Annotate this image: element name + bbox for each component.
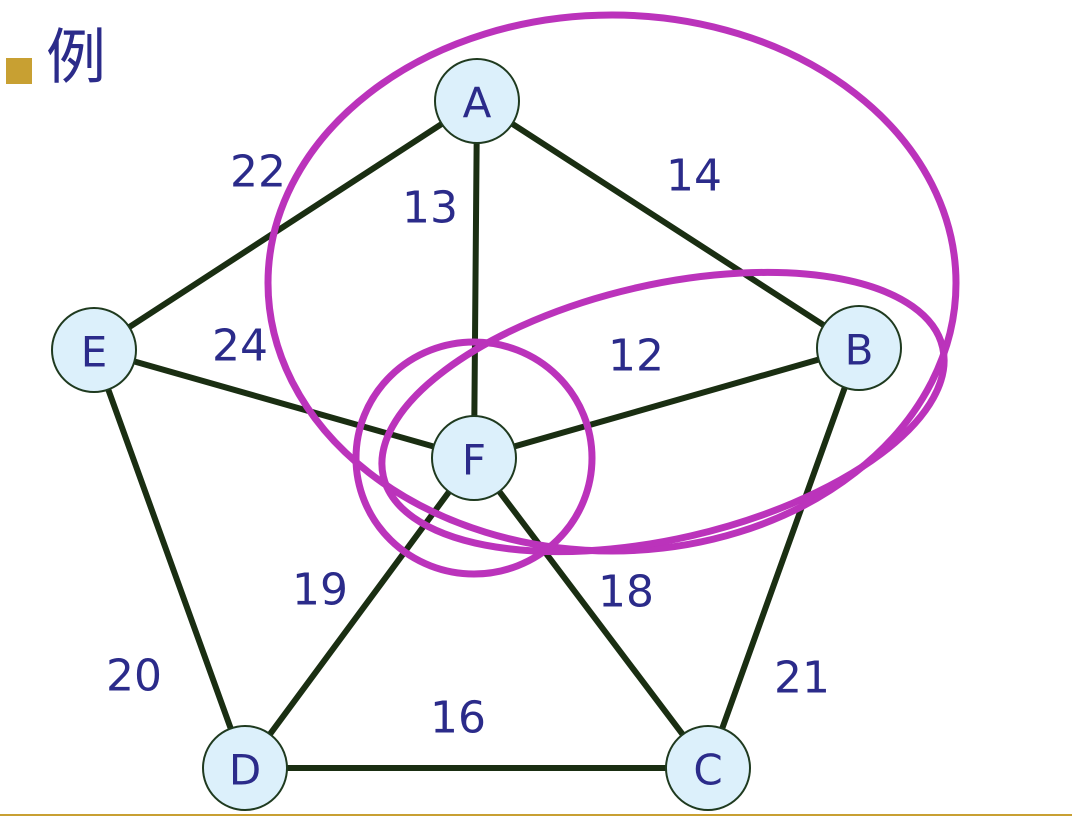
node-circle-e <box>51 307 137 393</box>
node-label-f: F <box>462 436 486 485</box>
edge-F-C <box>471 455 711 771</box>
clusters-layer <box>264 11 960 578</box>
nodes-layer: A B C D E F <box>51 58 902 811</box>
node-d: D <box>202 725 288 811</box>
node-b: B <box>816 305 902 391</box>
edge-B-C <box>705 345 862 771</box>
edge-weight-F-B: 12 <box>608 331 664 382</box>
node-label-e: E <box>81 328 108 377</box>
edge-weight-F-D: 19 <box>292 565 348 616</box>
node-a: A <box>434 58 520 144</box>
node-circle-c <box>665 725 751 811</box>
edge-A-B <box>474 98 862 351</box>
node-circle-d <box>202 725 288 811</box>
weights-layer: 22 13 14 24 12 20 19 18 21 16 <box>106 147 830 744</box>
edge-weight-A-B: 14 <box>666 151 722 202</box>
edge-E-D <box>91 347 248 771</box>
edge-A-E <box>91 98 480 353</box>
node-c: C <box>665 725 751 811</box>
edge-A-F <box>471 98 480 461</box>
edge-weight-B-C: 21 <box>774 653 830 704</box>
bottom-divider <box>0 814 1072 816</box>
node-label-d: D <box>229 746 261 795</box>
node-label-a: A <box>463 79 492 128</box>
edge-weight-D-C: 16 <box>430 693 486 744</box>
edge-weight-E-F: 24 <box>212 321 268 372</box>
edge-weight-F-C: 18 <box>598 567 654 618</box>
node-f: F <box>431 415 517 501</box>
edge-weight-A-E: 22 <box>230 147 286 198</box>
edge-F-B <box>471 345 862 461</box>
node-label-b: B <box>845 326 874 375</box>
bullet-marker <box>6 58 32 84</box>
node-circle-a <box>434 58 520 144</box>
edge-weight-E-D: 20 <box>106 651 162 702</box>
node-label-c: C <box>693 746 722 795</box>
slide-heading: 例 <box>46 23 106 93</box>
cluster-bf <box>378 268 948 556</box>
edge-E-F <box>91 347 477 461</box>
node-circle-b <box>816 305 902 391</box>
node-circle-f <box>431 415 517 501</box>
edges-layer <box>91 98 862 771</box>
node-e: E <box>51 307 137 393</box>
cluster-f <box>352 338 596 578</box>
edge-weight-A-F: 13 <box>402 183 458 234</box>
